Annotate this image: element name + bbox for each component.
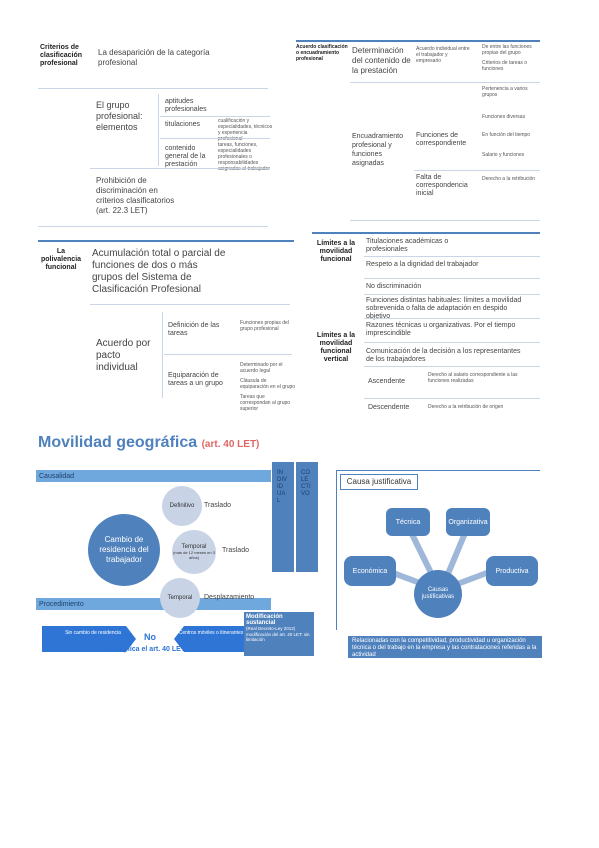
desplazamiento-label: Desplazamiento	[204, 594, 255, 601]
polivalencia-acuerdo: Acuerdo por pacto individual	[96, 338, 151, 373]
detail-note: Funciones diversas	[482, 114, 526, 120]
individual-bar: INDIVIDUAL	[272, 462, 294, 572]
grupo-item-label: aptitudes profesionales	[165, 98, 207, 113]
polivalencia-title: La polivalencia funcional	[40, 248, 82, 271]
causas-center: Causas justificativas	[414, 570, 462, 618]
traslado1-label: Traslado	[204, 502, 231, 509]
detail-note: Derecho a la retribución	[482, 176, 536, 182]
left-arrow	[42, 626, 136, 652]
colectivo-label: COLECTIVO	[301, 470, 311, 497]
modificacion-note: (Real Decreto-Ley 2012) modificación del…	[246, 626, 310, 642]
definitivo-circle: Definitivo	[162, 486, 202, 526]
criterios-text: La desaparición de la categoría profesio…	[98, 48, 210, 67]
prohibicion-text: Prohibición de discriminación en criteri…	[96, 176, 175, 215]
sin-cambio-label: Sin cambio de residencia	[65, 630, 121, 636]
limites-item: Respeto a la dignidad del trabajador	[366, 261, 479, 268]
detail-note: Pertenencia a varios grupos	[482, 86, 528, 98]
grupo-label: El grupo profesional: elementos	[96, 100, 143, 132]
vertical-title: Límites a la movilidad funcional vertica…	[316, 332, 356, 363]
centros-label: Centros móviles o itinerantes	[178, 630, 244, 636]
causa-economica: Económica	[344, 556, 396, 586]
detail-note: Criterios de tareas o funciones	[482, 60, 528, 72]
center-circle: Cambio de residencia del trabajador	[88, 514, 160, 586]
descendente-label: Descendente	[368, 404, 410, 411]
polivalencia-text: Acumulación total o parcial de funciones…	[92, 248, 226, 295]
grupo-item-value: cualificación y especialidades, técnicos…	[218, 118, 273, 142]
causalidad-banner: Causalidad	[36, 470, 271, 482]
temporal-mid-circle: Temporal (más de 12 meses en 3 años)	[172, 530, 216, 574]
detail-note: De entre las funciones propias del grupo	[482, 44, 532, 56]
temporal-circle: Temporal	[160, 578, 200, 618]
temporal-mid-label: Temporal	[181, 544, 207, 550]
individual-label: INDIVIDUAL	[277, 470, 288, 504]
limites-title: Límites a la movilidad funcional	[316, 240, 356, 263]
ascendente-label: Ascendente	[368, 378, 405, 385]
causas-center-label: Causas justificativas	[421, 587, 455, 600]
grupo-item-value: tareas, funciones, especialidades profes…	[218, 142, 270, 172]
procedimiento-banner: Procedimiento	[36, 598, 271, 610]
causa-title: Causa justificativa	[340, 474, 418, 490]
temporal-label: Temporal	[167, 595, 193, 601]
detail-note: En función del tiempo	[482, 132, 531, 138]
definicion-label: Definición de las tareas	[168, 322, 220, 337]
modificacion-title: Modificación sustancial	[246, 614, 283, 626]
grupo-item-label: contenido general de la prestación	[165, 145, 206, 168]
vertical-text: Comunicación de la decisión a los repres…	[366, 348, 521, 363]
definitivo-label: Definitivo	[169, 503, 195, 509]
limites-item: Razones técnicas u organizativas. Por el…	[366, 322, 516, 337]
equiparacion-label: Equiparación de tareas a un grupo	[168, 372, 223, 387]
no-aplica-label: se aplica el art. 40 LET	[110, 646, 186, 653]
limites-item: Funciones distintas habituales: límites …	[366, 297, 522, 320]
modificacion-box: Modificación sustancial (Real Decreto-Le…	[244, 612, 314, 656]
determinacion-text: Determinación del contenido de la presta…	[352, 46, 411, 75]
definicion-note: Funciones propias del grupo profesional	[240, 320, 289, 332]
colectivo-bar: COLECTIVO	[296, 462, 318, 572]
encuadramiento-text: Encuadramiento profesional y funciones a…	[352, 133, 403, 167]
geo-ref: (art. 40 LET)	[201, 439, 260, 450]
causa-organizativa: Organizativa	[446, 508, 490, 536]
detail-note: Salario y funciones	[482, 152, 525, 158]
criterios-title: Criterios de clasificación profesional	[40, 44, 83, 67]
limites-item: Titulaciones académicas o profesionales	[366, 238, 449, 253]
equip-note: Cláusula de equiparación en el grupo	[240, 378, 296, 390]
geo-title-text: Movilidad geográfica	[38, 434, 198, 451]
no-label: No	[144, 632, 156, 642]
causa-tecnica: Técnica	[386, 508, 430, 536]
falta-corr: Falta de correspondencia inicial	[416, 174, 468, 197]
ascendente-note: Derecho al salario correspondiente a las…	[428, 372, 518, 384]
geo-title: Movilidad geográfica (art. 40 LET)	[38, 434, 259, 452]
funciones-corr: Funciones de correspondiente	[416, 132, 467, 147]
limites-item: No discriminación	[366, 283, 422, 290]
relacionadas-box: Relacionadas con la competitividad, prod…	[348, 636, 542, 658]
descendente-note: Derecho a la retribución de origen	[428, 404, 504, 410]
causa-productiva: Productiva	[486, 556, 538, 586]
equip-note: Determinado por el acuerdo legal	[240, 362, 283, 374]
traslado2-label: Traslado	[222, 547, 249, 554]
acuerdo-title: Acuerdo clasificación o encuadramiento p…	[296, 44, 348, 62]
temporal-mid-note: (más de 12 meses en 3 años)	[173, 550, 215, 560]
equip-note: Tareas que correspondan al grupo superio…	[240, 394, 291, 412]
acuerdo-item: Acuerdo individual entre el trabajador y…	[416, 46, 470, 64]
center-text: Cambio de residencia del trabajador	[99, 535, 149, 564]
grupo-item-label: titulaciones	[165, 121, 201, 128]
